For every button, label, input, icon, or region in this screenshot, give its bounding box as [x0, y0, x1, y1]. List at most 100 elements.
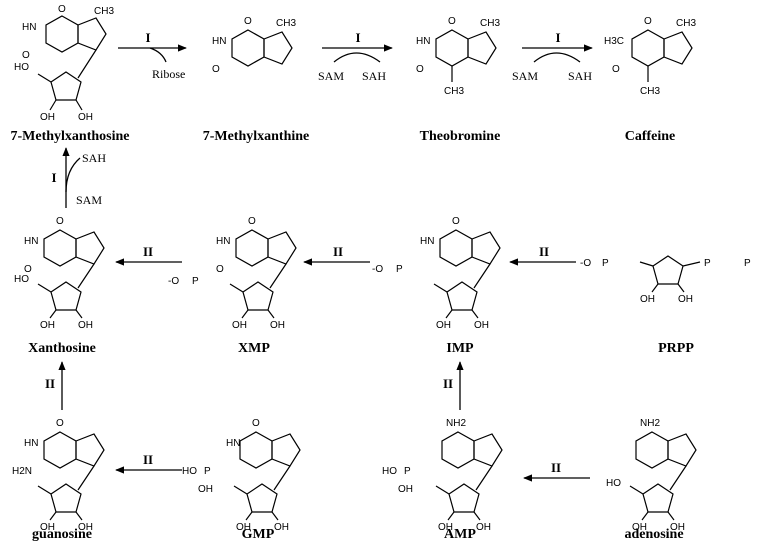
atom-o-minus: -O [372, 264, 383, 275]
label-theobromine: Theobromine [420, 129, 501, 144]
cofactor-sah: SAH [568, 69, 592, 83]
atom-oh: OH [40, 320, 55, 331]
enzyme-label: I [355, 30, 360, 45]
atom-p: P [704, 258, 711, 269]
atom-ch3: CH3 [676, 18, 696, 29]
atom-oh: OH [632, 522, 647, 533]
atom-hn: HN [212, 36, 226, 47]
label-7-methylxanthine: 7-Methylxanthine [203, 129, 310, 144]
structure-adenosine: NH2 HO OH OH [606, 418, 697, 533]
atom-p: P [204, 466, 211, 477]
atom-o: O [212, 64, 220, 75]
atom-p: P [192, 276, 199, 287]
atom-p: P [602, 258, 609, 269]
structure-methylxanthine: O HN O CH3 [212, 16, 296, 75]
cofactor-sah: SAH [82, 151, 106, 165]
atom-o: O [244, 16, 252, 27]
arrow-sam-sah-vertical [65, 157, 81, 193]
label-xanthosine: Xanthosine [28, 341, 96, 356]
label-xmp: XMP [238, 341, 270, 356]
structure-caffeine: O H3C O CH3 CH3 [604, 16, 696, 97]
structure-xanthosine: O HN O HO OH OH [14, 216, 105, 331]
cofactor-ribose: Ribose [152, 67, 185, 81]
arrow-branch [149, 47, 167, 63]
atom-oh: OH [270, 320, 285, 331]
atom-h3c: H3C [604, 36, 624, 47]
cofactor-sah: SAH [362, 69, 386, 83]
label-caffeine: Caffeine [625, 129, 676, 144]
atom-oh: OH [640, 294, 655, 305]
arrow-sam-sah-2 [533, 52, 581, 63]
atom-hn: HN [24, 236, 38, 247]
arrow-sam-sah-1 [333, 52, 381, 63]
atom-hn: HN [420, 236, 434, 247]
atom-o: O [452, 216, 460, 227]
atom-ch3: CH3 [276, 18, 296, 29]
atom-o: O [612, 64, 620, 75]
atom-ho: HO [14, 62, 29, 73]
enzyme-label: I [145, 30, 150, 45]
atom-hn: HN [22, 22, 36, 33]
atom-ch3: CH3 [640, 86, 660, 97]
enzyme-label: II [45, 376, 55, 391]
atom-ch3: CH3 [94, 6, 114, 17]
atom-oh: OH [40, 112, 55, 123]
atom-o-minus: -O [580, 258, 591, 269]
enzyme-label: II [443, 376, 453, 391]
atom-hn: HN [24, 438, 38, 449]
atom-o: O [216, 264, 224, 275]
atom-hn: HN [216, 236, 230, 247]
structure-xmp: O HN O -O P OH OH [168, 216, 297, 331]
atom-p: P [404, 466, 411, 477]
atom-o: O [58, 4, 66, 15]
atom-o: O [448, 16, 456, 27]
atom-oh: OH [232, 320, 247, 331]
atom-ho: HO [606, 478, 621, 489]
label-guanosine: guanosine [32, 527, 92, 542]
atom-o: O [416, 64, 424, 75]
atom-hn: HN [416, 36, 430, 47]
atom-o: O [644, 16, 652, 27]
enzyme-label: II [333, 244, 343, 259]
atom-o: O [22, 50, 30, 61]
atom-oh: OH [438, 522, 453, 533]
atom-ch3: CH3 [444, 86, 464, 97]
label-imp: IMP [446, 341, 474, 356]
atom-hn: HN [226, 438, 240, 449]
atom-oh: OH [236, 522, 251, 533]
atom-nh2: NH2 [446, 418, 466, 429]
atom-ch3: CH3 [480, 18, 500, 29]
structure-guanosine: O HN H2N OH OH [12, 418, 105, 533]
atom-oh: OH [40, 522, 55, 533]
atom-oh: OH [476, 522, 491, 533]
atom-p: P [396, 264, 403, 275]
enzyme-label: I [51, 170, 56, 185]
label-adenosine: adenosine [624, 527, 683, 542]
atom-o: O [56, 418, 64, 429]
atom-ho: HO [14, 274, 29, 285]
label-gmp: GMP [242, 527, 275, 542]
enzyme-label: II [143, 244, 153, 259]
enzyme-label: II [551, 460, 561, 475]
atom-oh: OH [678, 294, 693, 305]
label-amp: AMP [444, 527, 476, 542]
atom-oh: OH [78, 112, 93, 123]
atom-h2n: H2N [12, 466, 32, 477]
label-7-methylxanthosine: 7-Methylxanthosine [11, 129, 130, 144]
atom-oh: OH [78, 522, 93, 533]
structure-prpp: -O P P P OH OH [580, 255, 751, 305]
atom-p: P [744, 258, 751, 269]
structure-imp: O HN -O P OH OH [372, 216, 501, 331]
atom-ho: HO [182, 466, 197, 477]
atom-o: O [56, 216, 64, 227]
enzyme-label: I [555, 30, 560, 45]
atom-oh: OH [274, 522, 289, 533]
atom-oh: OH [670, 522, 685, 533]
atom-o: O [252, 418, 260, 429]
atom-o: O [24, 264, 32, 275]
atom-o-minus: -O [168, 276, 179, 287]
structure-amp: NH2 P HO OH OH OH [382, 418, 503, 533]
label-prpp: PRPP [658, 341, 694, 356]
atom-oh: OH [474, 320, 489, 331]
